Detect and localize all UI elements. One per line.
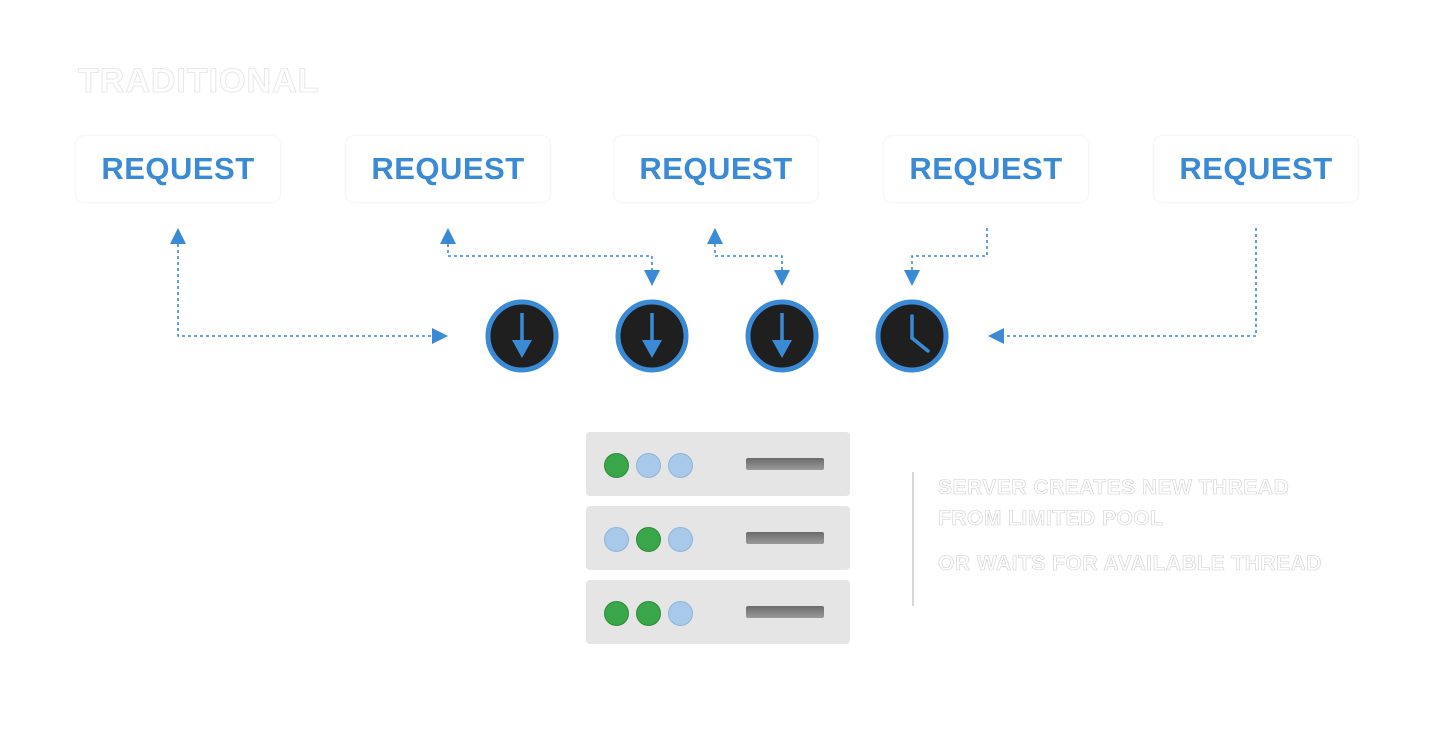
connector-3: [714, 244, 783, 270]
down-arrow-icon: [642, 313, 662, 358]
arrow-left-icon: [988, 328, 1004, 344]
server-unit-3: [586, 580, 850, 644]
down-arrow-icon: [512, 313, 532, 358]
clock-icon: [910, 314, 930, 353]
arrow-up-icon: [440, 228, 456, 244]
request-box-2: REQUEST: [346, 136, 550, 202]
drive-slot: [746, 458, 824, 470]
status-led-icon: [636, 453, 661, 478]
down-arrow-icon: [772, 313, 792, 358]
drive-slot: [746, 606, 824, 618]
note-line-2: OR WAITS FOR AVAILABLE THREAD: [938, 552, 1322, 576]
connector-2: [447, 244, 653, 270]
connector-1: [177, 244, 434, 337]
request-box-1: REQUEST: [76, 136, 280, 202]
diagram-title: TRADITIONAL: [77, 62, 320, 101]
arrow-right-icon: [432, 328, 448, 344]
server-unit-1: [586, 432, 850, 496]
status-led-icon: [668, 453, 693, 478]
arrow-up-icon: [170, 228, 186, 244]
thread-4: [875, 299, 949, 373]
status-led-icon: [668, 601, 693, 626]
status-led-icon: [604, 527, 629, 552]
thread-1: [485, 299, 559, 373]
thread-2: [615, 299, 689, 373]
thread-3: [745, 299, 819, 373]
status-led-icon: [636, 601, 661, 626]
request-box-5: REQUEST: [1154, 136, 1358, 202]
status-led-icon: [604, 601, 629, 626]
status-led-icon: [636, 527, 661, 552]
drive-slot: [746, 532, 824, 544]
connector-4: [911, 228, 988, 270]
arrow-down-icon: [774, 270, 790, 286]
server-note: SERVER CREATES NEW THREAD FROM LIMITED P…: [912, 472, 1332, 606]
connector-5: [1002, 228, 1257, 337]
status-led-icon: [604, 453, 629, 478]
request-box-3: REQUEST: [614, 136, 818, 202]
server-unit-2: [586, 506, 850, 570]
note-line-1: SERVER CREATES NEW THREAD FROM LIMITED P…: [938, 476, 1290, 531]
arrow-up-icon: [707, 228, 723, 244]
arrow-down-icon: [904, 270, 920, 286]
request-box-4: REQUEST: [884, 136, 1088, 202]
status-led-icon: [668, 527, 693, 552]
arrow-down-icon: [644, 270, 660, 286]
